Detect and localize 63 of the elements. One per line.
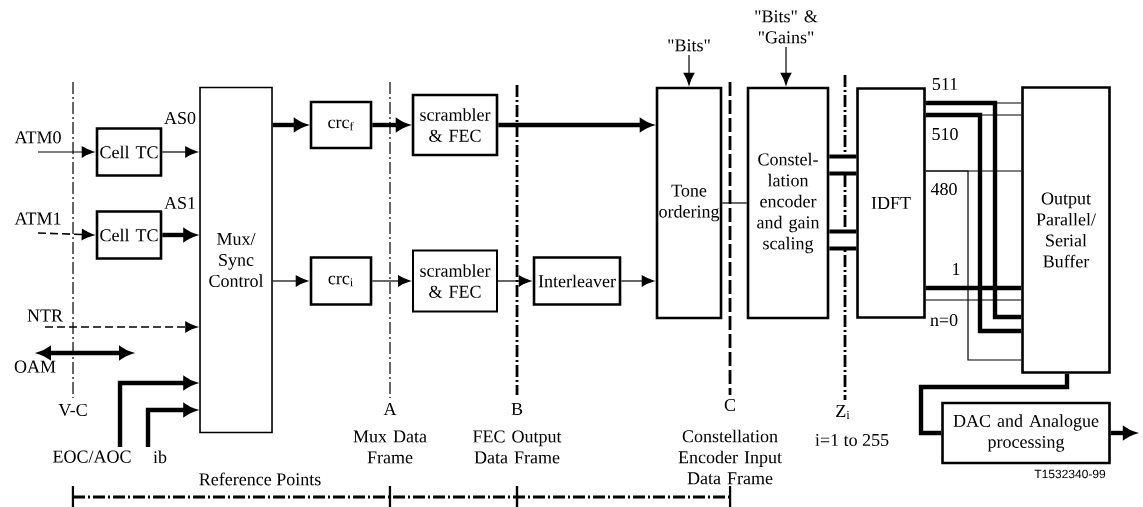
text-label: 480	[930, 182, 957, 196]
connector-line	[829, 229, 857, 251]
text-label: i=1 to 255	[815, 433, 889, 447]
signal-label: NTR	[27, 309, 63, 322]
process-box: Output Parallel/ Serial Buffer	[1021, 86, 1111, 374]
connector-line	[925, 170, 1022, 361]
text-label: C	[724, 398, 735, 412]
process-box: scrambler & FEC	[411, 93, 499, 157]
connector-line	[721, 202, 748, 204]
arrow	[498, 118, 653, 132]
edge-label: AS0	[162, 109, 198, 127]
arrow	[683, 54, 695, 86]
process-box: Mux/ Sync Control	[199, 86, 273, 434]
text-label: Z$_{i}$	[836, 405, 850, 419]
connector-line	[925, 299, 1022, 301]
text-label: V-C	[58, 403, 87, 417]
arrow	[780, 46, 792, 86]
connector-line	[829, 154, 857, 176]
text-label: Constellation Encoder Input Data Frame	[678, 429, 782, 485]
process-box: Cell TC	[95, 127, 163, 177]
signal-label: OAM	[14, 360, 56, 373]
process-box: Cell TC	[95, 210, 163, 260]
signal-label: ib	[153, 450, 167, 464]
process-box: DAC and Analogue processing	[941, 401, 1111, 465]
connector-line	[925, 285, 1022, 291]
signal-label: "Bits" & "Gains"	[755, 10, 818, 44]
arrow	[497, 275, 532, 287]
arrow	[372, 118, 409, 132]
process-box: Constel-lation encoder and gain scaling	[746, 86, 830, 320]
arrow	[38, 346, 132, 360]
text-label: Reference Points	[199, 472, 321, 486]
arrow	[272, 118, 307, 132]
process-box: crc$_{f}$	[309, 100, 373, 150]
text-label: FEC Output Data Frame	[473, 430, 562, 464]
text-label: A	[383, 403, 397, 415]
arrow	[272, 275, 309, 287]
arrow	[37, 229, 94, 240]
process-box: Tone ordering	[655, 86, 723, 320]
arrow	[1110, 426, 1136, 440]
signal-label: ATM0	[14, 131, 61, 144]
process-box: Interleaver	[532, 256, 622, 306]
text-label: 1	[953, 263, 960, 275]
arrow	[620, 275, 655, 287]
process-box: crc$_{i}$	[309, 256, 373, 306]
arrow	[44, 321, 198, 333]
process-box: scrambler & FEC	[412, 249, 498, 313]
connector-line	[918, 373, 1070, 436]
arrow	[371, 275, 411, 287]
text-label: n=0	[930, 313, 958, 327]
signal-label: "Bits"	[668, 39, 710, 52]
signal-label: ATM1	[14, 212, 61, 225]
edge-label: AS1	[162, 194, 198, 212]
text-label: 511	[932, 77, 958, 91]
signal-label: EOC/AOC	[53, 450, 131, 463]
arrow	[117, 376, 196, 447]
process-box: IDFT	[856, 87, 926, 319]
arrow	[161, 146, 198, 158]
arrow	[37, 146, 95, 158]
text-label: B	[511, 403, 523, 415]
text-label: 510	[932, 127, 958, 141]
arrow	[145, 403, 196, 447]
text-label: Mux Data Frame	[353, 430, 427, 464]
arrow	[162, 228, 196, 242]
